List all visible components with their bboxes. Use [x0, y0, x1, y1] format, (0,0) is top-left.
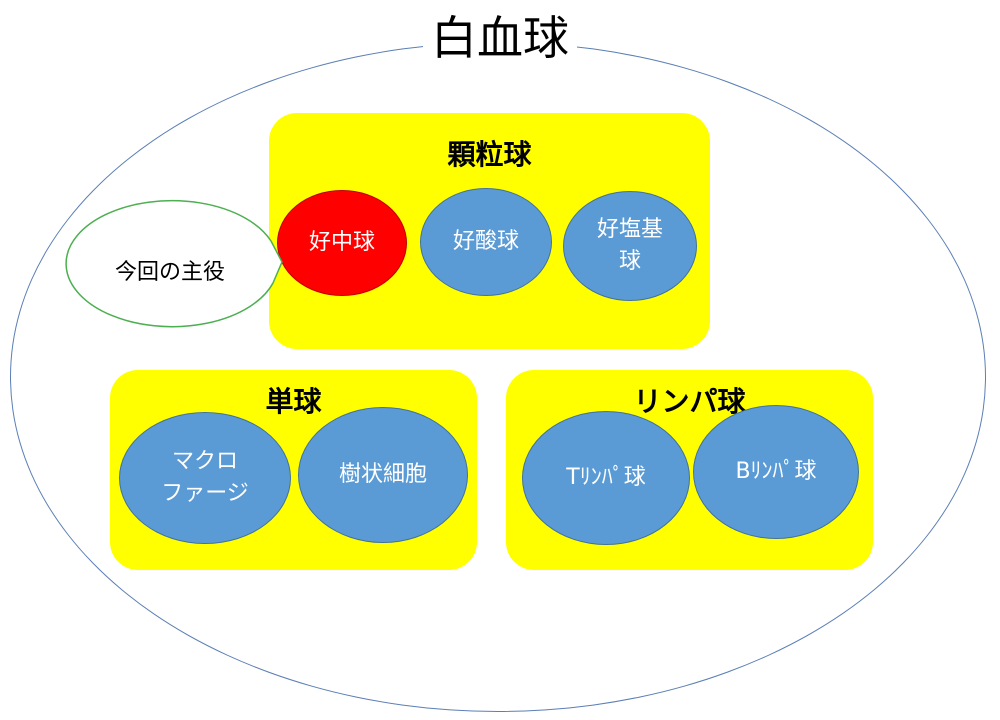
cell-neutrophil: 好中球	[277, 190, 407, 296]
diagram-title: 白血球	[0, 10, 1000, 66]
cell-b-lymphocyte: Bﾘﾝﾊﾟ球	[693, 405, 859, 539]
cell-t-lymphocyte: Tﾘﾝﾊﾟ球	[522, 411, 690, 545]
cell-macrophage: マクロ ファージ	[119, 412, 291, 544]
group-monocyte-label: 単球	[265, 385, 322, 418]
callout-label: 今回の主役	[114, 260, 225, 285]
group-granulocyte-label: 顆粒球	[447, 138, 532, 171]
group-lymphocyte-label: リンパ球	[633, 385, 746, 418]
cell-basophil: 好塩基 球	[563, 191, 697, 301]
cell-eosinophil: 好酸球	[420, 188, 552, 296]
cell-dendritic: 樹状細胞	[298, 407, 468, 543]
